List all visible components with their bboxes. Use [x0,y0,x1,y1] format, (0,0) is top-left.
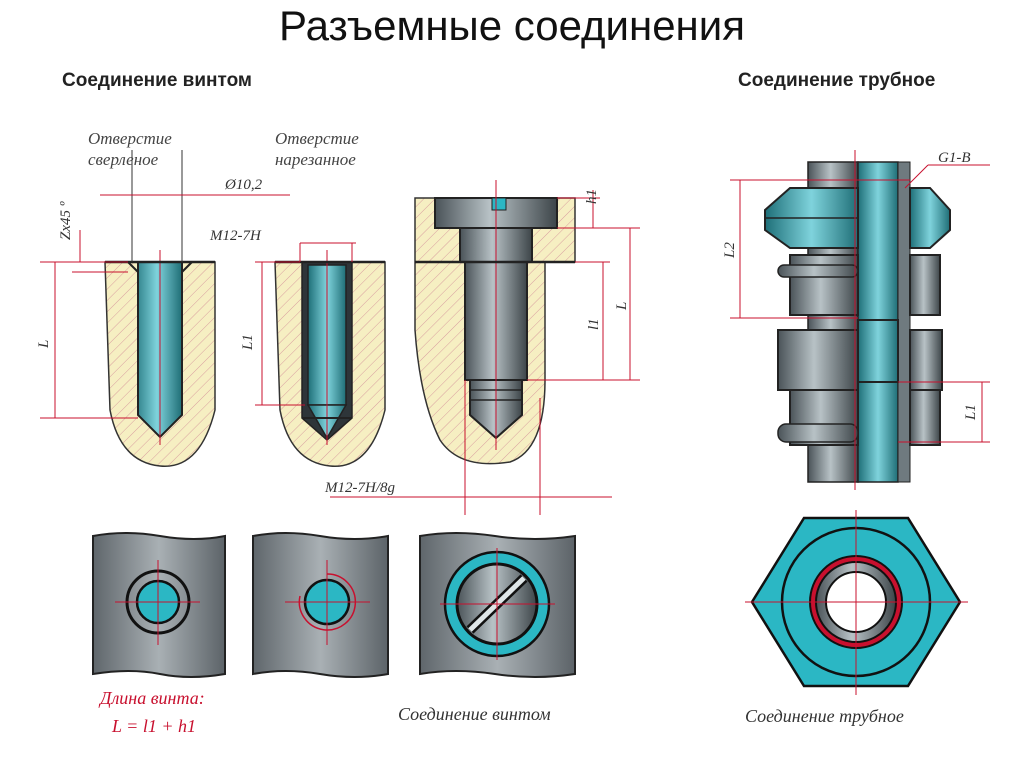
page-title: Разъемные соединения [279,2,745,49]
label-hole-drilled-line1: Отверстие [88,129,172,148]
screw-assembly-dimensions [330,190,640,515]
subtitle-pipe-connection: Соединение трубное [738,70,936,91]
pipe-connection-dimensions [730,164,990,443]
label-h1: h1 [584,189,600,204]
caption-pipe-connection: Соединение трубное [745,706,904,726]
label-thread-fit: M12-7H/8g [324,480,395,496]
label-diameter: Ø10,2 [224,177,263,193]
plan-view-threaded [252,532,389,678]
screw-assembly-section [414,180,576,465]
drilled-hole-section [104,250,216,467]
threaded-hole-section [274,250,386,467]
label-l1: l1 [586,318,602,330]
threaded-hole-dimensions [255,242,356,406]
label-length-L-screw: L [614,302,630,311]
plan-view-drilled [92,532,226,678]
label-chamfer: Zx45 º [58,201,74,240]
formula-line2: L = l1 + h1 [111,716,196,736]
formula-line1: Длина винта: [98,688,205,708]
plan-view-pipe-nut [745,510,968,695]
plan-view-screw [419,532,576,678]
caption-screw-connection: Соединение винтом [398,704,551,724]
label-length-L1-threaded: L1 [240,334,256,351]
label-length-L-drilled: L [36,340,52,349]
label-hole-drilled-line2: сверленое [88,150,159,169]
pipe-connection-section [764,150,951,490]
label-L2: L2 [722,242,738,259]
label-pipe-thread: G1-B [938,150,971,166]
label-hole-threaded-line1: Отверстие [275,129,359,148]
label-L1-pipe: L1 [963,404,979,421]
label-thread-internal: M12-7H [209,228,262,244]
label-hole-threaded-line2: нарезанное [275,150,356,169]
subtitle-screw-connection: Соединение винтом [62,70,252,91]
drilled-hole-dimensions [40,150,290,419]
